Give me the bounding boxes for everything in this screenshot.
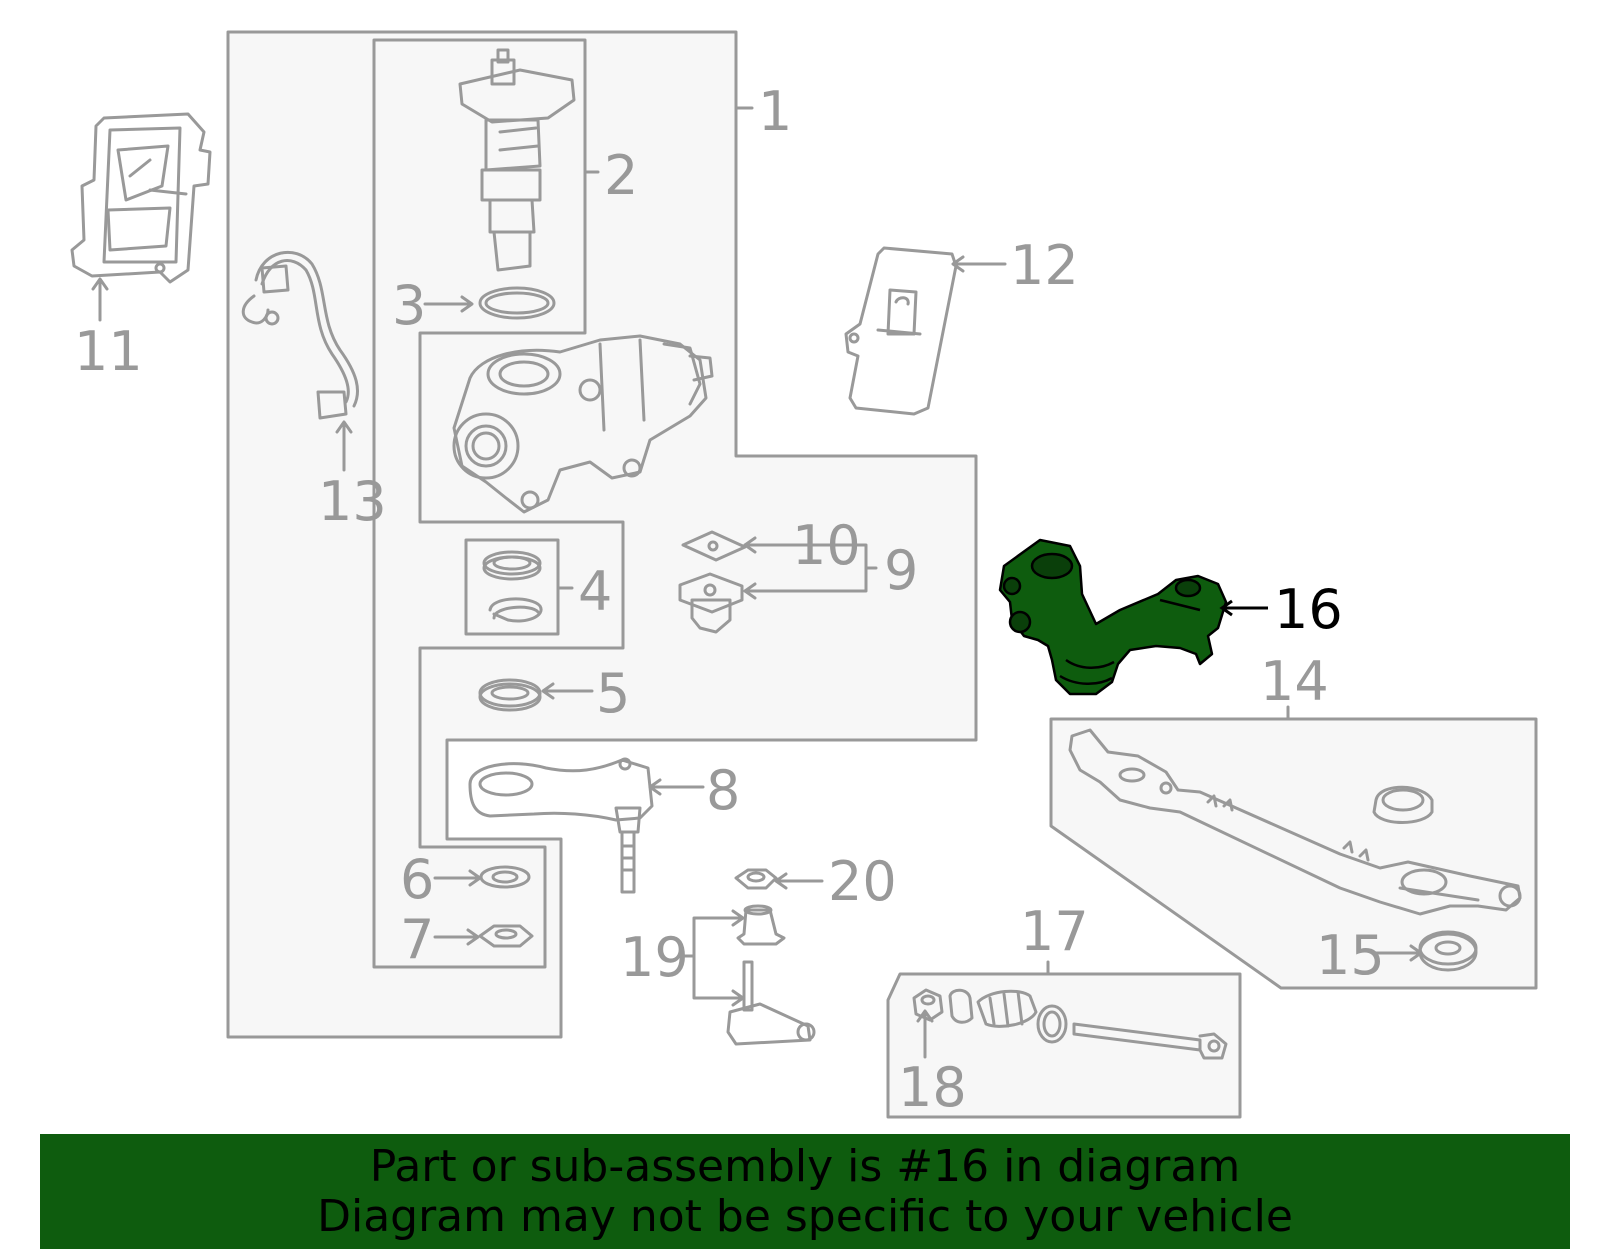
part-20-nut (734, 868, 778, 890)
callout-17: 17 (1020, 900, 1089, 963)
assembly-17-panel (886, 972, 1242, 1119)
part-info-banner: Part or sub-assembly is #16 in diagram D… (40, 1134, 1570, 1249)
callout-5: 5 (596, 662, 630, 725)
callout-18: 18 (898, 1056, 967, 1119)
callout-3: 3 (392, 274, 426, 337)
callout-7: 7 (400, 908, 434, 971)
part-2-valve-assembly (458, 48, 576, 272)
part-14-center-link (1068, 728, 1522, 916)
part-11-control-module (70, 112, 212, 284)
part-15-washer (1418, 930, 1478, 972)
part-13-wire-harness (241, 250, 359, 420)
banner-line-2: Diagram may not be specific to your vehi… (317, 1191, 1293, 1242)
part-9-adjuster (678, 572, 744, 634)
part-1-steering-gear (452, 334, 714, 514)
callout-15: 15 (1316, 924, 1385, 987)
part-8-pitman-arm (468, 757, 654, 894)
part-7-nut (478, 924, 534, 948)
part-12-cover-plate (844, 246, 958, 416)
part-16-idler-arm (998, 538, 1228, 696)
callout-11: 11 (74, 320, 143, 383)
assembly-14-panel (1049, 717, 1538, 990)
callout-13: 13 (318, 470, 387, 533)
callout-6: 6 (400, 848, 434, 911)
callout-16: 16 (1274, 578, 1343, 641)
callout-2: 2 (604, 144, 638, 207)
callout-9: 9 (884, 539, 918, 602)
part-17-inner-tie-rod (912, 988, 1228, 1060)
banner-line-1: Part or sub-assembly is #16 in diagram (369, 1141, 1241, 1192)
part-10-gasket (681, 530, 747, 562)
part-14-grommet (1372, 785, 1434, 824)
assembly-inner-panel (372, 38, 625, 969)
assembly-1-panel (226, 30, 978, 1039)
callout-19: 19 (620, 926, 689, 989)
callout-8: 8 (706, 759, 740, 822)
callout-20: 20 (828, 850, 897, 913)
callout-10: 10 (792, 514, 861, 577)
part-6-washer (479, 865, 531, 889)
callout-12: 12 (1010, 234, 1079, 297)
part-4-seal-set (482, 550, 543, 623)
callout-4: 4 (578, 560, 612, 623)
part-19-tie-rod-end (726, 904, 816, 1046)
part-3-o-ring (478, 286, 556, 320)
callout-1: 1 (758, 80, 792, 143)
callout-14: 14 (1260, 650, 1329, 713)
